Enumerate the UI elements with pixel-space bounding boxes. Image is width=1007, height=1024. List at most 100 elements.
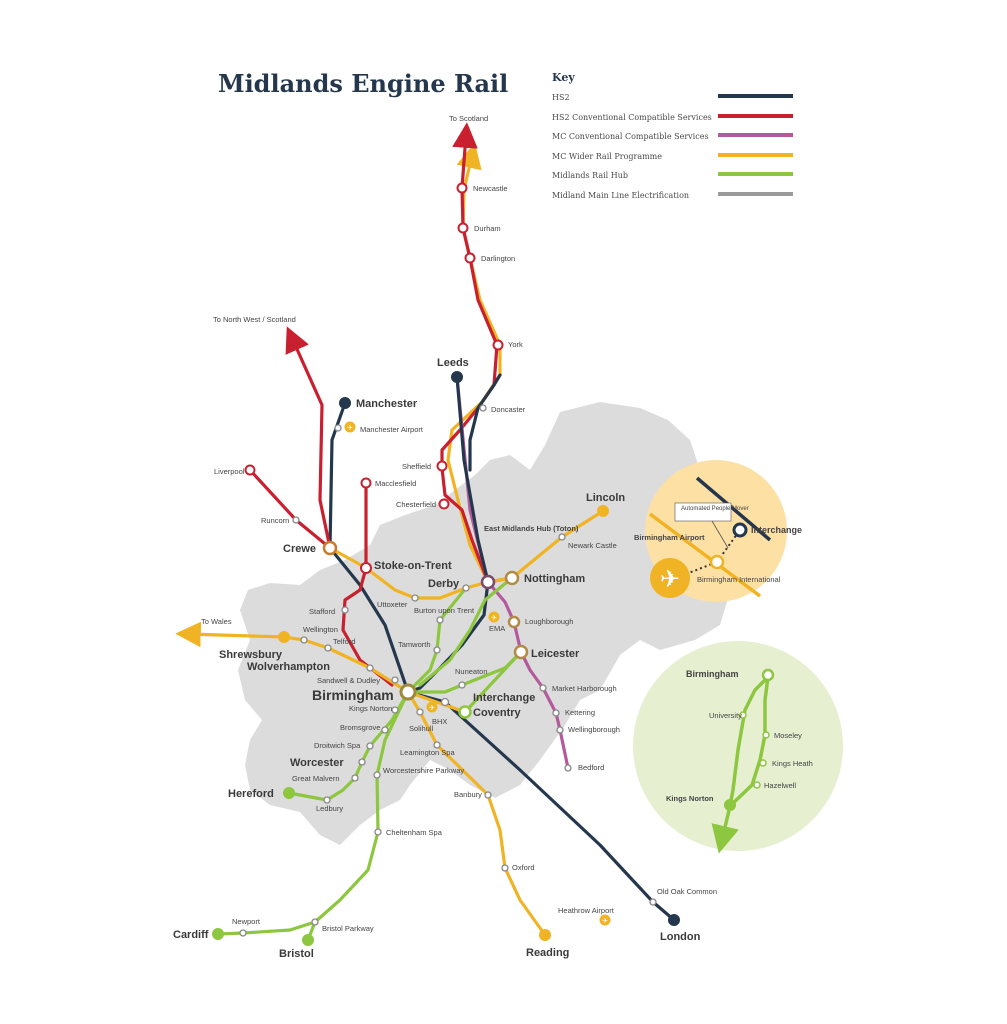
- station-interchange-marker: [440, 697, 450, 707]
- label-to-wales: To Wales: [201, 617, 232, 626]
- inset-birmingham-label: Birmingham: [686, 669, 739, 679]
- label-stoke: Stoke-on-Trent: [374, 560, 452, 572]
- station-sandwell-marker: [391, 676, 399, 684]
- label-newcastle: Newcastle: [473, 184, 508, 193]
- station-worcester-marker: [358, 758, 366, 766]
- inset-university-label: University: [709, 711, 742, 720]
- label-tamworth: Tamworth: [398, 640, 431, 649]
- label-manchester: Manchester: [356, 398, 418, 410]
- inset-cross-city: Birmingham University Moseley Kings Heat…: [633, 641, 843, 854]
- label-manchester-airport: Manchester Airport: [360, 425, 424, 434]
- inset-birmingham-marker: [761, 668, 775, 682]
- label-ledbury: Ledbury: [316, 804, 343, 813]
- svg-text:✈: ✈: [660, 565, 680, 593]
- station-loughborough-marker: [507, 615, 521, 629]
- station-banbury-marker: [484, 791, 492, 799]
- inset-interchange-label: Interchange: [751, 525, 802, 535]
- station-bromsgrove-marker: [381, 726, 389, 734]
- label-reading: Reading: [526, 947, 569, 959]
- inset-moseley-marker: [762, 731, 770, 739]
- station-bristol-parkway-marker: [311, 918, 319, 926]
- label-stafford: Stafford: [309, 607, 335, 616]
- label-coventry: Coventry: [473, 707, 522, 719]
- label-york: York: [508, 340, 523, 349]
- inset-university-marker: [739, 711, 747, 719]
- label-interchange: Interchange: [473, 692, 535, 704]
- line-yellow-south: [406, 690, 547, 937]
- station-market-harborough-marker: [539, 684, 547, 692]
- label-chesterfield: Chesterfield: [396, 500, 436, 509]
- svg-text:✈: ✈: [347, 424, 353, 432]
- line-green-cardiff: [216, 920, 317, 936]
- label-newport: Newport: [232, 917, 261, 926]
- label-shrewsbury: Shrewsbury: [219, 649, 283, 661]
- station-great-malvern-marker: [351, 774, 359, 782]
- line-hs2-west: [328, 401, 410, 694]
- inset-international-label: Birmingham International: [697, 575, 781, 584]
- label-london: London: [660, 931, 701, 943]
- label-wolverhampton: Wolverhampton: [247, 661, 330, 673]
- label-loughborough: Loughborough: [525, 617, 573, 626]
- label-sheffield: Sheffield: [402, 462, 431, 471]
- line-yellow-wales: [175, 621, 410, 694]
- label-leamington: Leamington Spa: [400, 748, 455, 757]
- inset-line-west: [728, 675, 770, 807]
- station-doncaster-marker: [479, 404, 487, 412]
- station-cheltenham-marker: [374, 828, 382, 836]
- station-dot-lincoln: [597, 505, 609, 517]
- station-markers: ✈ ✈ ✈ ✈: [212, 182, 680, 946]
- label-to-north-west: To North West / Scotland: [213, 315, 296, 324]
- line-hs2-york: [468, 373, 502, 472]
- label-to-scotland: To Scotland: [449, 114, 488, 123]
- line-red-northwest: [285, 326, 332, 550]
- label-lincoln: Lincoln: [586, 492, 625, 504]
- station-runcorn-marker: [292, 516, 300, 524]
- label-liverpool: Liverpool: [214, 467, 245, 476]
- station-burton-marker: [436, 616, 444, 624]
- station-wellington-marker: [300, 636, 308, 644]
- station-leamington-marker: [433, 741, 441, 749]
- line-hs2-south: [406, 690, 676, 922]
- ema-airport-icon: [488, 611, 500, 623]
- station-derby-marker: [462, 584, 470, 592]
- station-dot-reading: [539, 929, 551, 941]
- label-bromsgrove: Bromsgrove: [340, 723, 380, 732]
- svg-text:✈: ✈: [491, 614, 497, 622]
- station-bedford-marker: [564, 764, 572, 772]
- line-green-coventry: [463, 650, 523, 714]
- station-nuneaton-marker: [458, 681, 466, 689]
- label-banbury: Banbury: [454, 790, 482, 799]
- label-bhx: BHX: [432, 717, 447, 726]
- station-newport-marker: [239, 929, 247, 937]
- label-kings-norton: Kings Norton: [349, 704, 392, 713]
- station-oxford-marker: [501, 864, 509, 872]
- label-nuneaton: Nuneaton: [455, 667, 488, 676]
- label-runcorn: Runcorn: [261, 516, 289, 525]
- key-label-mc-wider: MC Wider Rail Programme: [552, 152, 662, 161]
- inset-hazelwell-marker: [753, 781, 761, 789]
- label-nottingham: Nottingham: [524, 573, 585, 585]
- label-uttoxeter: Uttoxeter: [377, 600, 408, 609]
- station-dot-cardiff: [212, 928, 224, 940]
- inset-kings-heath-marker: [759, 759, 767, 767]
- bhx-airport-icon: [426, 701, 438, 713]
- label-doncaster: Doncaster: [491, 405, 526, 414]
- station-dot-london: [668, 914, 680, 926]
- station-droitwich-marker: [366, 742, 374, 750]
- label-wellingborough: Wellingborough: [568, 725, 620, 734]
- label-leicester: Leicester: [531, 648, 580, 660]
- inset-birmingham-airport: ✈ Automated People Mover Interchange Bir…: [634, 460, 802, 602]
- inset-international-marker: [709, 554, 725, 570]
- station-dot-hereford: [283, 787, 295, 799]
- inset-walk-line: [685, 561, 718, 575]
- station-leicester-marker: [513, 644, 529, 660]
- station-solihull-marker: [416, 708, 424, 716]
- label-ema: EMA: [489, 624, 505, 633]
- label-derby: Derby: [428, 578, 460, 590]
- key-label-mml: Midland Main Line Electrification: [552, 191, 689, 200]
- station-manchester-airport-marker: [334, 424, 342, 432]
- line-red-liverpool: [248, 468, 332, 550]
- label-macclesfield: Macclesfield: [375, 479, 416, 488]
- station-kings-norton-marker: [391, 706, 399, 714]
- label-bristol-parkway: Bristol Parkway: [322, 924, 374, 933]
